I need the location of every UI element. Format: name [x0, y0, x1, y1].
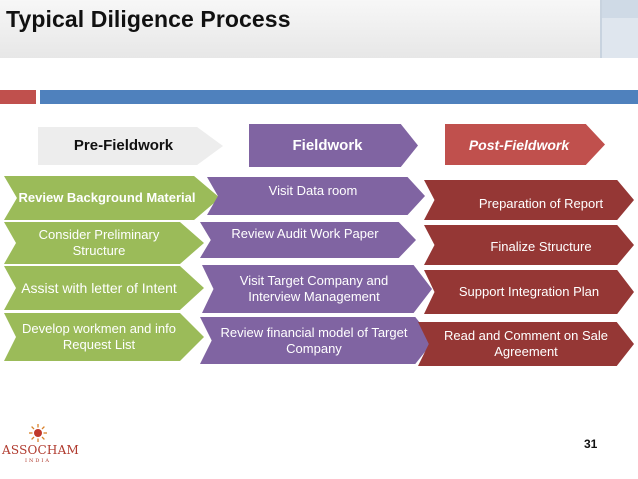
pre-fieldwork-item: Consider Preliminary Structure [4, 222, 204, 264]
post-fieldwork-header: Post-Fieldwork [445, 124, 605, 165]
sun-emblem-icon [29, 424, 47, 442]
fieldwork-item: Review Audit Work Paper [200, 222, 416, 258]
fieldwork-item: Visit Target Company and Interview Manag… [202, 265, 432, 313]
pre-fieldwork-item: Review Background Material [4, 176, 220, 220]
post-fieldwork-item: Finalize Structure [424, 225, 634, 265]
pre-fieldwork-header: Pre-Fieldwork [38, 127, 223, 165]
fieldwork-header: Fieldwork [246, 124, 418, 167]
pre-fieldwork-item: Assist with letter of Intent [4, 266, 204, 310]
post-fieldwork-item: Read and Comment on Sale Agreement [418, 322, 634, 366]
post-fieldwork-item: Preparation of Report [424, 180, 634, 220]
fieldwork-item: Review financial model of Target Company [200, 317, 434, 364]
accent-strip-red [0, 90, 36, 104]
slide-header: Typical Diligence Process [0, 0, 638, 58]
accent-strip-blue [40, 90, 638, 104]
slide-title: Typical Diligence Process [6, 6, 291, 32]
assocham-logo: ASSOCHAM INDIA [0, 423, 82, 475]
header-corner-decoration [600, 0, 638, 58]
fieldwork-item: Visit Data room [207, 177, 425, 215]
logo-text: ASSOCHAM [2, 443, 79, 457]
page-number: 31 [584, 437, 598, 451]
pre-fieldwork-item: Develop workmen and info Request List [4, 313, 204, 361]
logo-subtext: INDIA [25, 458, 51, 464]
post-fieldwork-item: Support Integration Plan [424, 270, 634, 314]
